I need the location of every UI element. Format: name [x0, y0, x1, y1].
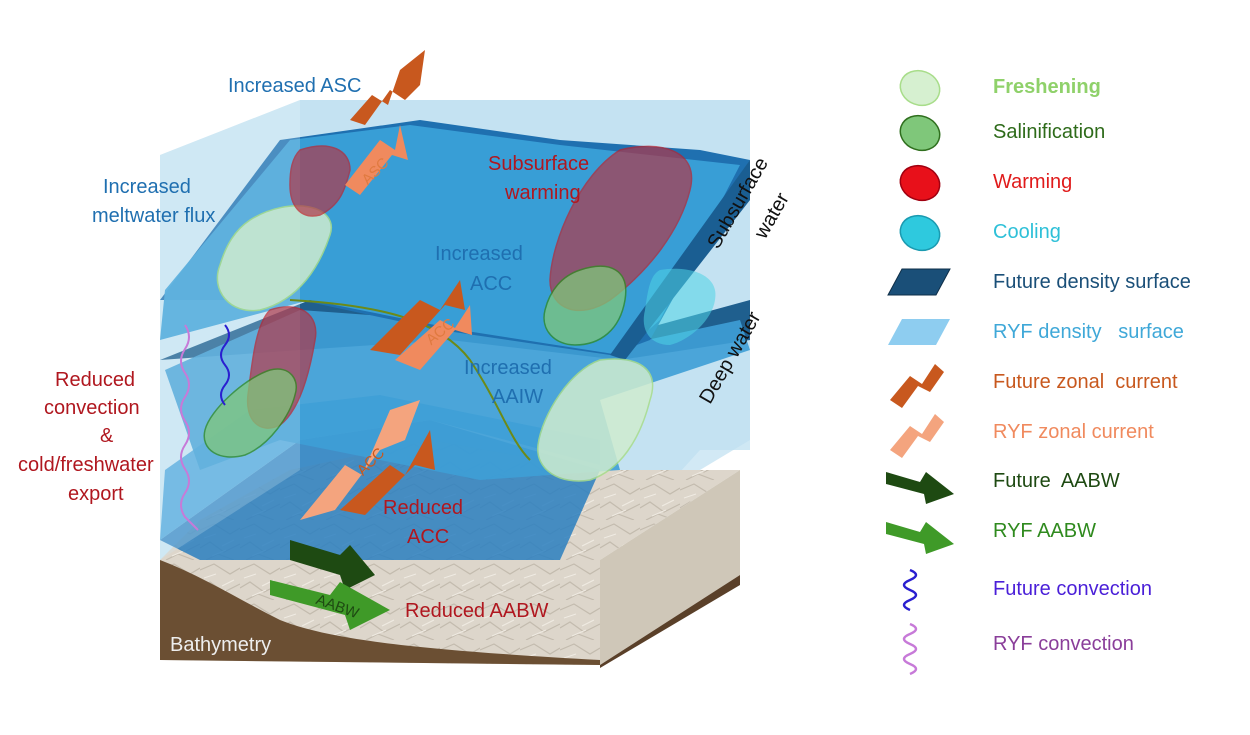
increased-acc-label-2: ACC	[470, 273, 512, 295]
increased-acc-label-1: Increased	[435, 243, 523, 265]
legend-label-salinification: Salinification	[993, 121, 1106, 143]
legend-label-future-aabw: Future AABW	[993, 470, 1120, 492]
legend-label-future-density-surface: Future density surface	[993, 271, 1191, 293]
reduced-acc-label-2: ACC	[407, 526, 449, 548]
legend-item-future-convection: Future convection	[880, 566, 1240, 616]
ryf-zonal-current-icon	[890, 414, 944, 458]
legend-item-future-density-surface: Future density surface	[880, 261, 1240, 305]
legend-item-ryf-density-surface: RYF density surface	[880, 311, 1240, 355]
ryf-asc-arrow	[345, 125, 408, 195]
legend-item-future-aabw: Future AABW	[880, 458, 1240, 510]
reduced-acc-label-1: Reduced	[383, 497, 463, 519]
ryf-aabw-icon	[886, 522, 954, 554]
future-aabw-arrow	[290, 540, 375, 590]
legend-label-warming: Warming	[993, 171, 1073, 193]
legend-label-ryf-density-surface: RYF density surface	[993, 321, 1184, 343]
legend-label-ryf-convection: RYF convection	[993, 633, 1134, 655]
subsurface-water-label-2: water	[750, 189, 794, 244]
increased-aaiw-label-2: AAIW	[492, 386, 543, 408]
future-acc-arrow	[370, 280, 465, 355]
future-density-surface-icon	[887, 268, 951, 296]
bathymetry-slope	[160, 560, 600, 665]
legend-item-salinification: Salinification	[880, 111, 1240, 155]
freshening-ellipse-icon	[899, 69, 941, 107]
ryf-aabw-arrow	[270, 580, 390, 630]
legend-item-freshening: Freshening	[880, 66, 1240, 110]
legend-label-future-convection: Future convection	[993, 578, 1152, 600]
legend-label-ryf-aabw: RYF AABW	[993, 520, 1096, 542]
ryf-convection-squiggle	[180, 324, 199, 531]
legend-label-cooling: Cooling	[993, 221, 1061, 243]
zonal-current-arrows	[270, 50, 472, 630]
reduced-convection-label-5: export	[68, 483, 124, 505]
ryf-convection-icon	[902, 622, 918, 676]
reduced-convection-label-3: &	[100, 425, 114, 447]
future-convection-icon	[902, 568, 918, 612]
future-asc-arrow	[350, 50, 425, 125]
future-convection-squiggle	[220, 324, 230, 406]
ryf-acc-arrow	[395, 305, 472, 370]
aaiw-freshening-patch	[537, 358, 654, 482]
surface-warming-patch-top	[289, 145, 351, 217]
future-aabw-icon	[886, 472, 954, 504]
subsurface-salinification-patch	[543, 265, 627, 346]
increased-aaiw-label-1: Increased	[464, 357, 552, 379]
legend-item-warming: Warming	[880, 161, 1240, 205]
aaiw-flow-line	[289, 299, 531, 461]
legend-label-freshening: Freshening	[993, 76, 1101, 98]
subsurface-warming-label-1: Subsurface	[488, 153, 589, 175]
legend-label-ryf-zonal-current: RYF zonal current	[993, 421, 1154, 443]
cooling-patch	[643, 268, 716, 345]
future-zonal-current-icon	[890, 364, 944, 408]
legend-item-ryf-zonal-current: RYF zonal current	[880, 408, 1240, 462]
deep-salinification-patch	[203, 368, 297, 458]
legend-item-cooling: Cooling	[880, 211, 1240, 255]
reduced-aabw-label: Reduced AABW	[405, 600, 549, 622]
warming-ellipse-icon	[899, 164, 941, 202]
legend-item-ryf-aabw: RYF AABW	[880, 508, 1240, 560]
cooling-ellipse-icon	[899, 214, 941, 252]
subsurface-warming-label-2: warming	[504, 182, 581, 204]
salinification-ellipse-icon	[899, 114, 941, 152]
legend-item-ryf-convection: RYF convection	[880, 620, 1240, 676]
ryf-density-surface-icon	[888, 319, 950, 345]
bathymetry-label: Bathymetry	[170, 634, 271, 656]
increased-meltwater-label-2: meltwater flux	[92, 205, 215, 227]
legend-item-future-zonal-current: Future zonal current	[880, 358, 1240, 412]
property-patches	[203, 145, 716, 482]
ryf-acc-deep-arrow	[300, 400, 420, 520]
increased-meltwater-label-1: Increased	[103, 176, 191, 198]
future-acc-deep-arrow	[340, 430, 435, 515]
reduced-convection-label-1: Reduced	[55, 369, 135, 391]
reduced-convection-label-2: convection	[44, 397, 140, 419]
increased-asc-label: Increased ASC	[228, 75, 361, 97]
legend-label-future-zonal-current: Future zonal current	[993, 371, 1178, 393]
reduced-convection-label-4: cold/freshwater	[18, 454, 154, 476]
